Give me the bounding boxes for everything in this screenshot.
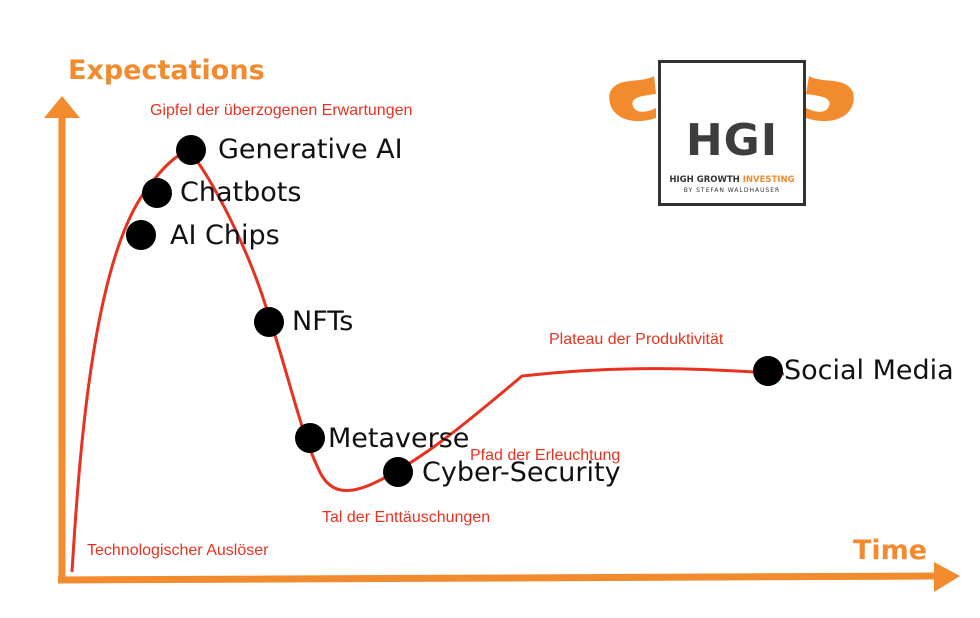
phase-label-peak: Gipfel der überzogenen Erwartungen [150,102,413,119]
logo-byline: BY STEFAN WALDHAUSER [683,187,781,194]
hype-curve [70,150,785,573]
tech-label-nfts: NFTs [292,306,354,337]
tech-dot-chatbots [142,178,172,208]
tech-label-social-media: Social Media [784,355,954,386]
logo-monogram: HGI [685,115,779,166]
tech-label-metaverse: Metaverse [328,423,470,454]
x-axis-title: Time [853,535,928,566]
phase-label-trigger: Technologischer Auslöser [87,542,269,559]
y-axis-arrow-icon [44,96,80,118]
y-axis-title: Expectations [68,55,265,86]
tech-label-generative-ai: Generative AI [218,134,403,165]
logo-tagline: HIGH GROWTH INVESTING [661,175,803,185]
phase-label-trough: Tal der Enttäuschungen [322,509,491,526]
tech-label-ai-chips: AI Chips [170,220,280,251]
logo-tagline-part1: HIGH GROWTH [669,175,743,185]
phase-label-slope: Pfad der Erleuchtung [470,447,621,464]
tech-dot-social-media [753,356,783,386]
logo-horn-left [609,76,656,122]
tech-dot-generative-ai [176,135,206,165]
logo-tagline-part2: INVESTING [742,175,795,185]
tech-dot-nfts [254,307,284,337]
hgi-logo: HGI HIGH GROWTH INVESTING BY STEFAN WALD… [658,60,806,206]
tech-dot-metaverse [295,423,325,453]
x-axis-arrow-icon [934,562,960,592]
tech-dot-cyber-security [383,457,413,487]
x-axis-line [57,572,937,584]
phase-label-plateau: Plateau der Produktivität [549,331,724,348]
tech-label-cyber-security: Cyber-Security [422,457,621,488]
tech-dot-ai-chips [126,220,156,250]
logo-horn-right [806,76,854,122]
tech-label-chatbots: Chatbots [180,177,302,208]
